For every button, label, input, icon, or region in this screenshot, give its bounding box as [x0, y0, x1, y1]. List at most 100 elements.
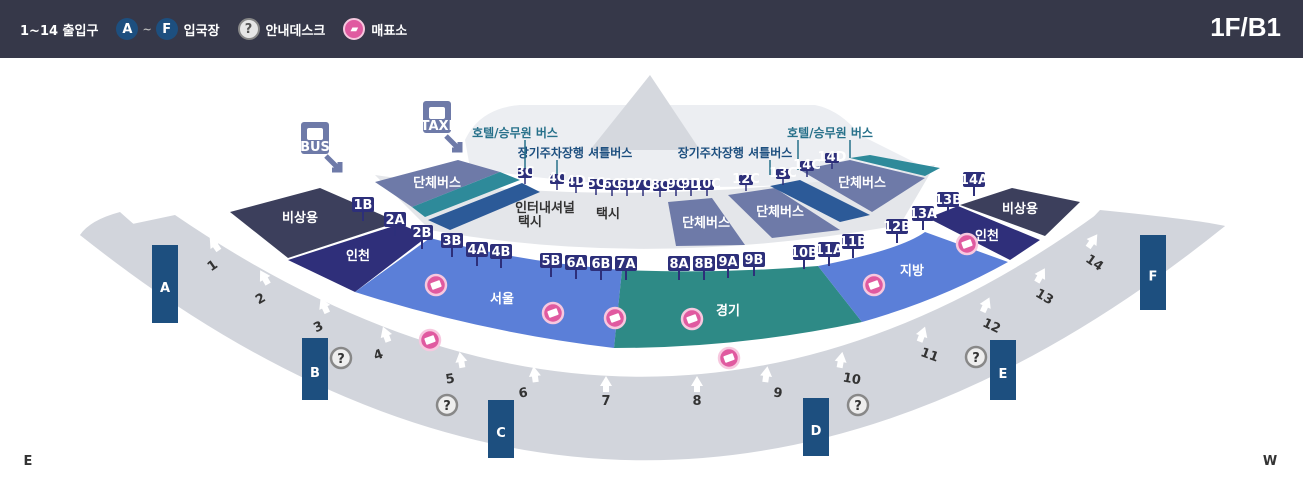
bus-stop-12B[interactable]: 12B: [883, 219, 911, 243]
ticket-office-icon[interactable]: [862, 273, 886, 297]
incheon-zone-left: [288, 224, 428, 292]
bus-stop-2B[interactable]: 2B: [411, 225, 433, 249]
bus-stop-9A[interactable]: 9A: [717, 254, 739, 278]
bus-stop-3B[interactable]: 3B: [441, 233, 463, 257]
bus-stop-13B[interactable]: 13B: [934, 192, 962, 216]
floor-indicator[interactable]: 1F/B1: [1210, 12, 1281, 42]
arrival-gate-C[interactable]: C: [488, 400, 514, 458]
legend-arrivals: 입국장: [183, 23, 220, 39]
exit-arrow-icon: [691, 376, 703, 392]
stop-sign: [384, 212, 406, 227]
compass-east: E: [24, 454, 33, 469]
bus-stop-4A[interactable]: 4A: [466, 242, 488, 266]
bus-stop-5B[interactable]: 5B: [540, 253, 562, 277]
arrival-gate-F[interactable]: F: [1140, 235, 1166, 310]
info-desk-icon[interactable]: ?: [846, 393, 870, 417]
bus-stop-4C[interactable]: 4C: [548, 171, 567, 190]
exit-11[interactable]: 11: [908, 325, 947, 366]
exit-arrow-icon: [760, 366, 773, 383]
gate-marker: [803, 398, 829, 456]
exit-number: 12: [980, 316, 1003, 337]
exit-number: 8: [692, 394, 701, 409]
exit-8[interactable]: 8: [691, 376, 703, 409]
shuttle-label-right: 장기주차장행 셔틀버스: [678, 145, 793, 160]
bus-stop-8B[interactable]: 8B: [693, 256, 715, 280]
bus-stop-8A[interactable]: 8A: [668, 256, 690, 280]
bus-stop-12C[interactable]: 12C: [732, 172, 760, 191]
info-desk-icon[interactable]: ?: [964, 345, 988, 369]
arrow-icon: [444, 134, 463, 153]
bus-stop-10B[interactable]: 10B: [790, 245, 818, 269]
stop-sign: [793, 245, 815, 260]
zone-label-group-bus-3: 단체버스: [756, 204, 804, 220]
gate-marker: [302, 338, 328, 400]
bus-stop-11B[interactable]: 11B: [839, 234, 867, 258]
stop-sign: [818, 242, 840, 257]
bus-stop-13C[interactable]: 13C: [769, 166, 797, 185]
zone-label-regional: 지방: [900, 263, 924, 279]
stop-label: 11A: [815, 243, 843, 258]
gate-marker: [990, 340, 1016, 400]
ticket-office-icon[interactable]: [418, 328, 442, 352]
exit-5[interactable]: 5: [441, 351, 471, 388]
legend-exits: 1~14 출입구: [20, 23, 99, 39]
info-circle: [846, 393, 870, 417]
bus-stop-2A[interactable]: 2A: [384, 212, 406, 236]
ticket-office-icon[interactable]: [541, 301, 565, 325]
bus-stop-13A[interactable]: 13A: [909, 206, 937, 230]
ticket-office-icon[interactable]: [955, 232, 979, 256]
arrival-gate-B[interactable]: B: [302, 338, 328, 400]
arrival-gate-E[interactable]: E: [990, 340, 1016, 400]
bus-stop-6A[interactable]: 6A: [565, 255, 587, 279]
exit-12[interactable]: 12: [970, 295, 1010, 337]
ticket-office-icon[interactable]: [424, 273, 448, 297]
exit-6[interactable]: 6: [515, 365, 544, 402]
bus-stop-14A[interactable]: 14A: [960, 172, 988, 196]
bus-stop-9D[interactable]: 9D: [681, 177, 701, 196]
bus-stop-7C[interactable]: 7C: [634, 177, 653, 196]
ticket-office-icon[interactable]: [680, 307, 704, 331]
stop-label: 8B: [695, 257, 714, 272]
stop-label: 7A: [616, 257, 635, 272]
teal-lane-left: [412, 172, 520, 217]
arrival-gate-D[interactable]: D: [803, 398, 829, 456]
ticket-office-icon[interactable]: [717, 346, 741, 370]
stop-sign: [739, 175, 753, 185]
bus-stop-14D[interactable]: 14D: [818, 150, 847, 169]
bus-stop-1B[interactable]: 1B: [352, 197, 374, 221]
stop-sign: [776, 169, 790, 179]
bus-stop-11A[interactable]: 11A: [815, 242, 843, 266]
info-desk-icon[interactable]: ?: [435, 393, 459, 417]
exit-10[interactable]: 10: [831, 351, 865, 389]
bus-stop-10C[interactable]: 10C: [693, 177, 721, 196]
stop-label: 9B: [745, 253, 764, 268]
bus-stop-4D[interactable]: 4D: [566, 174, 586, 193]
bus-stop-4B[interactable]: 4B: [490, 244, 512, 268]
exit-9[interactable]: 9: [757, 365, 786, 402]
ticket-office-icon[interactable]: [603, 306, 627, 330]
arrival-gate-A[interactable]: A: [152, 245, 178, 323]
info-desk-icon[interactable]: ?: [329, 346, 353, 370]
compass-west: W: [1263, 454, 1277, 469]
bus-stop-8C[interactable]: 8C: [651, 178, 670, 197]
bus-stop-9C[interactable]: 9C: [667, 177, 686, 196]
taxi-glyph: [429, 107, 445, 119]
exit-arrow-icon: [380, 326, 393, 343]
bus-stop-6D[interactable]: 6D: [617, 177, 637, 196]
stop-sign: [669, 180, 683, 190]
bus-stop-3C[interactable]: 3C: [516, 165, 535, 184]
exit-7[interactable]: 7: [600, 376, 612, 409]
terminal-cone: [590, 75, 700, 150]
bus-stop-7A[interactable]: 7A: [615, 256, 637, 280]
bus-stop-14C[interactable]: 14C: [793, 158, 821, 177]
bus-stop-9B[interactable]: 9B: [743, 252, 765, 276]
exit-arrow-icon: [915, 326, 928, 343]
bus-stop-6B[interactable]: 6B: [590, 256, 612, 280]
stop-label: 13C: [769, 166, 797, 181]
hotel-bus-label-left: 호텔/승무원 버스: [472, 125, 558, 140]
exit-arrow-icon: [259, 270, 271, 286]
bus-stop-5C[interactable]: 5C: [587, 176, 606, 195]
bus-stop-6C[interactable]: 6C: [603, 177, 622, 196]
exit-arrow-icon: [455, 351, 468, 369]
